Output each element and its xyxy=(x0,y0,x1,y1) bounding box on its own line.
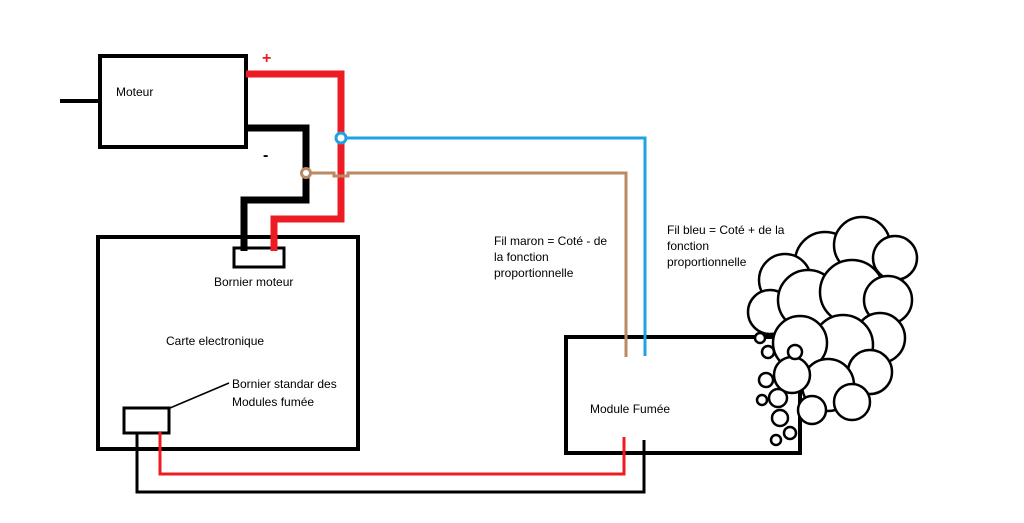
motor-label: Moteur xyxy=(116,85,153,99)
brown-wire xyxy=(306,171,628,357)
blue-wire xyxy=(341,136,647,356)
brown-note-line1: Fil maron = Coté - de xyxy=(494,234,607,248)
smoke-terminal-label-line1: Bornier standar des xyxy=(232,377,337,391)
blue-note-line1: Fil bleu = Coté + de la xyxy=(667,223,785,237)
blue-note-line2: fonction xyxy=(667,239,709,253)
motor-terminal-label: Bornier moteur xyxy=(214,275,293,289)
brown-note-line3: proportionnelle xyxy=(494,266,574,280)
electronic-board: Bornier moteur Carte electronique Bornie… xyxy=(96,235,360,451)
blue-note-line3: proportionnelle xyxy=(667,255,747,269)
positive-wire xyxy=(246,70,345,251)
plus-sign: + xyxy=(262,50,271,67)
smoke-module-label: Module Fumée xyxy=(590,402,670,416)
blue-wire-note: Fil bleu = Coté + de la fonction proport… xyxy=(667,223,785,269)
board-label: Carte electronique xyxy=(166,334,264,348)
smoke-terminal-block xyxy=(122,406,171,435)
brown-note-line2: la fonction xyxy=(494,250,549,264)
module-negative-wire xyxy=(135,432,646,494)
blue-wire-junction xyxy=(334,131,348,145)
smoke-terminal-pointer xyxy=(169,382,230,409)
motor-wires: + - xyxy=(240,50,345,251)
motor-box xyxy=(98,54,248,149)
motor-terminal-block xyxy=(232,246,286,269)
smoke-terminal-label-line2: Modules fumée xyxy=(232,395,314,409)
smoke-cloud-icon xyxy=(746,215,919,447)
motor-unit: Moteur xyxy=(60,54,248,149)
minus-sign: - xyxy=(263,147,268,164)
brown-wire-note: Fil maron = Coté - de la fonction propor… xyxy=(494,234,607,280)
signal-wires xyxy=(135,131,647,494)
module-positive-wire xyxy=(158,432,626,476)
brown-wire-junction xyxy=(300,167,312,179)
negative-wire xyxy=(240,124,310,251)
